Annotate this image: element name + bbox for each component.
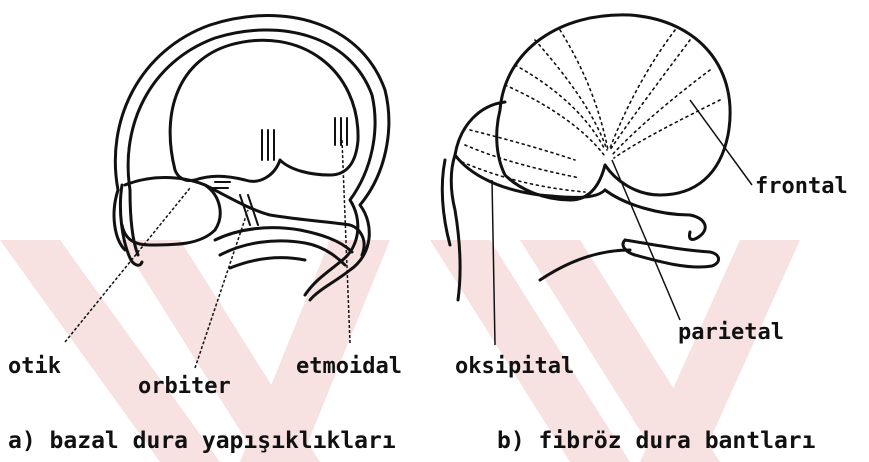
label-etmoidal: etmoidal	[296, 356, 402, 378]
label-otik: otik	[8, 356, 61, 378]
label-parietal: parietal	[678, 322, 784, 344]
label-orbiter: orbiter	[138, 376, 231, 398]
label-oksipital: oksipital	[455, 356, 574, 378]
label-frontal: frontal	[755, 176, 848, 198]
caption-b: b) fibröz dura bantları	[497, 430, 816, 453]
face-b	[605, 190, 705, 239]
caption-a: a) bazal dura yapışıklıkları	[8, 430, 396, 453]
